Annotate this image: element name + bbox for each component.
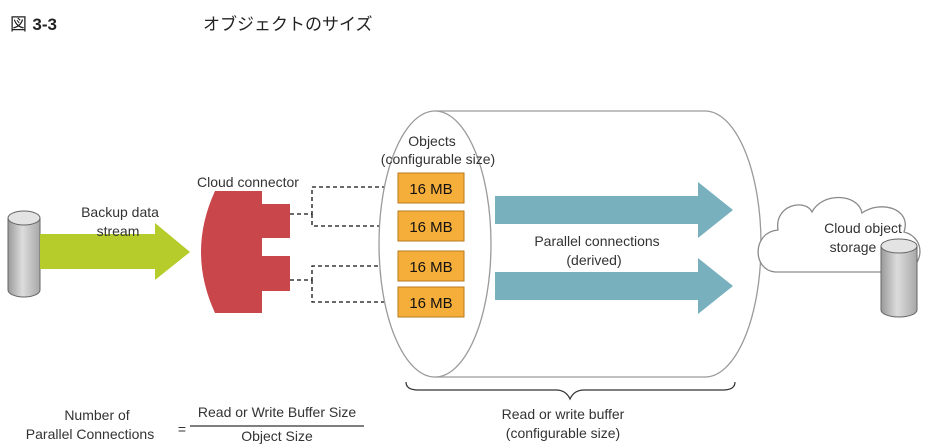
buffer-brace [405, 381, 736, 401]
backup-stream-label-line2: stream [97, 223, 140, 239]
source-database-icon [7, 210, 41, 298]
cloud-connector-shape [201, 191, 290, 313]
buffer-label-line1: Read or write buffer [502, 406, 625, 422]
backup-stream-label-line1: Backup data [81, 204, 159, 220]
backup-stream-arrow [40, 223, 190, 280]
object-box [397, 172, 465, 204]
object-box [397, 210, 465, 242]
figure-title: オブジェクトのサイズ [203, 15, 373, 35]
figure-number: 図 3-3 [10, 10, 57, 35]
dashed-connectors [290, 181, 396, 308]
object-size-label: 16 MB [409, 219, 452, 236]
objects-label-line2: (configurable size) [381, 151, 495, 167]
parallel-connection-arrow [495, 258, 733, 314]
object-size-label: 16 MB [409, 259, 452, 276]
parallel-connection-arrow [495, 182, 733, 238]
parallel-connections-label-line2: (derived) [566, 252, 621, 268]
figure-number-prefix: 図 [10, 15, 33, 35]
object-stack: 16 MB 16 MB 16 MB 16 MB [397, 172, 465, 318]
figure-number-value: 3-3 [32, 15, 57, 34]
object-box [397, 286, 465, 318]
formula: Number of Parallel Connections = Read or… [26, 404, 364, 444]
cloud-storage-icon [757, 196, 921, 273]
formula-numerator: Read or Write Buffer Size [198, 404, 356, 420]
formula-denominator: Object Size [241, 428, 313, 444]
buffer-label-line2: (configurable size) [506, 425, 620, 441]
cloud-storage-label-line2: storage [830, 239, 877, 255]
cloud-storage-label-line1: Cloud object [824, 220, 902, 236]
objects-label-line1: Objects [408, 133, 455, 149]
object-size-label: 16 MB [409, 295, 452, 312]
object-box [397, 250, 465, 282]
formula-lhs-line1: Number of [64, 407, 129, 423]
formula-lhs-line2: Parallel Connections [26, 426, 154, 442]
cloud-database-icon [880, 238, 918, 318]
parallel-connections-label-line1: Parallel connections [534, 233, 659, 249]
formula-equals: = [178, 421, 186, 437]
object-size-label: 16 MB [409, 181, 452, 198]
cloud-connector-label: Cloud connector [197, 174, 299, 190]
